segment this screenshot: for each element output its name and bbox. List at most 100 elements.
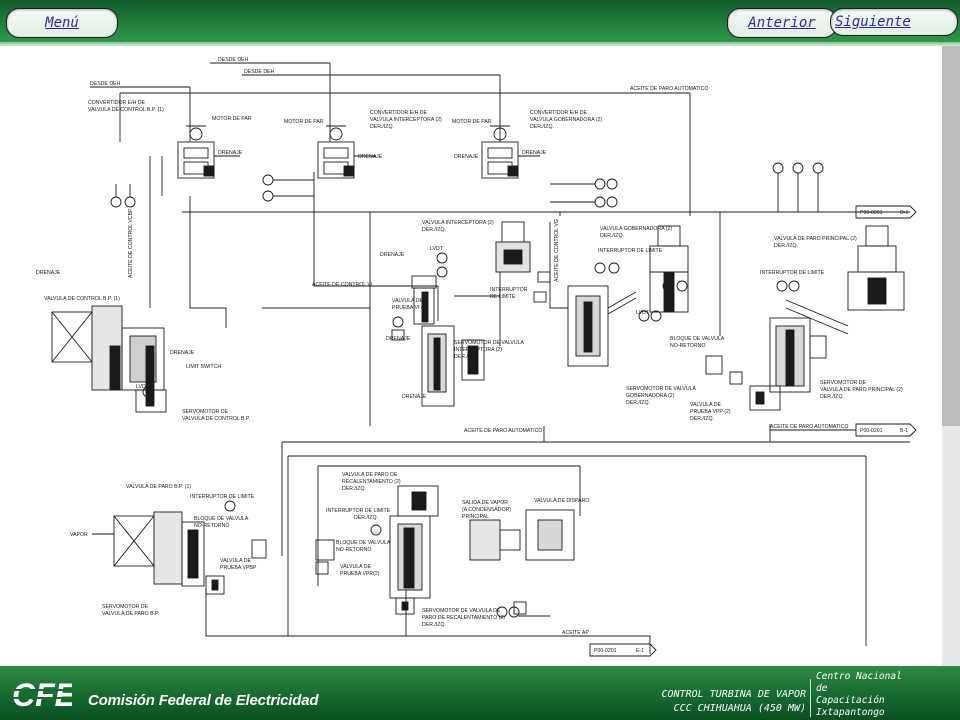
scrollbar-thumb[interactable] xyxy=(942,46,960,426)
center-line-2: de xyxy=(816,683,828,694)
label-conv-int-2: VALVULA INTERCEPTORA (2) xyxy=(370,117,442,123)
label-val-paro-recal-2: RECALENTAMIENTO (2) xyxy=(342,479,401,485)
label-servo-paro-recal-1: SERVOMOTOR DE VALVULA DE xyxy=(422,608,501,614)
label-bloque-no-retorno-1: BLOQUE DE VALVULA xyxy=(670,336,725,342)
label-val-paro-bp: VALVULA DE PARO B.P. (1) xyxy=(126,484,191,490)
header-band xyxy=(0,42,960,46)
label-conv-bp-1: CONVERTIDOR E/H DE xyxy=(88,100,146,106)
center-line-1: Centro Nacional xyxy=(816,671,902,682)
label-limit-switch: LIMIT SWITCH xyxy=(186,364,221,370)
label-p00-d1: P00-0201 xyxy=(860,210,883,216)
company-name: Comisión Federal de Electricidad xyxy=(88,692,319,709)
label-valvula-prueba-vpr-1: VALVULA DE xyxy=(340,564,371,570)
label-lvdt-1: LVDT xyxy=(430,246,444,252)
label-val-paro-recal-1: VALVULA DE PARO DE xyxy=(342,472,398,478)
label-d1: D-1 xyxy=(900,210,908,216)
label-drenaje-4: DRENAJE xyxy=(522,150,547,156)
stop-valve-bp xyxy=(92,511,267,595)
label-valvula-prueba-vpp-3: DER./IZQ. xyxy=(690,416,714,422)
label-bloque-no-retorno-6: NO-RETORNO xyxy=(336,547,371,553)
label-aceite-paro-auto-mid1: ACEITE DE PARO AUTOMATICO xyxy=(464,428,542,434)
label-interruptor-6: INTERRUPTOR DE LIMITE xyxy=(326,508,391,514)
label-servo-interceptora-1: SERVOMOTOR DE VALVULA xyxy=(454,340,524,346)
label-servo-paro-bp-2: VALVULA DE PARO B.P. xyxy=(102,611,159,617)
label-conv-gob-1: CONVERTIDOR E/H DE xyxy=(530,110,588,116)
label-bloque-no-retorno-2: NO-RETORNO xyxy=(670,343,705,349)
label-val-interceptora-1: VALVULA INTERCEPTORA (2) xyxy=(422,220,494,226)
center-line-3: Capacitación xyxy=(816,695,885,706)
label-p00-b1: P00-0201 xyxy=(860,428,883,434)
label-drenaje-7: DRENAJE xyxy=(386,336,411,342)
label-aceite-paro-auto-top: ACEITE DE PARO AUTOMATICO xyxy=(630,86,708,92)
label-val-paro-principal-1: VALVULA DE PARO PRINCIPAL (2) xyxy=(774,236,857,242)
label-b1: B-1 xyxy=(900,428,908,434)
label-interruptor-1: INTERRUPTOR xyxy=(490,287,528,293)
label-valvula-prueba-vpp-1: VALVULA DE xyxy=(690,402,721,408)
label-valvula-prueba-1: VALVULA DE xyxy=(392,298,423,304)
label-servo-paro-principal-1: SERVOMOTOR DE xyxy=(820,380,866,386)
label-motor-par-3: MOTOR DE PAR xyxy=(452,119,492,125)
label-servo-gobernadora-2: GOBERNADORA (2) xyxy=(626,393,675,399)
label-drenaje-aj: DRENAJE xyxy=(170,350,195,356)
label-servo-paro-recal-3: DER./IZQ. xyxy=(422,622,446,628)
label-valvula-prueba-vpp-2: PRUEBA VPP (2) xyxy=(690,409,731,415)
label-servo-interceptora-3: DER./IZQ. xyxy=(454,354,478,360)
converter-gobernadora xyxy=(481,125,540,179)
label-conv-int-1: CONVERTIDOR E/H DE xyxy=(370,110,428,116)
label-salida-vapor-1: SALIDA DE VAPOR xyxy=(462,500,508,506)
label-conv-gob-3: DER./IZQ. xyxy=(530,124,554,130)
label-interruptor-5: INTERRUPTOR DE LIMITE xyxy=(190,494,255,500)
control-valve-bp xyxy=(51,305,167,413)
label-valvula-prueba-2: PRUEBA VI (2) xyxy=(392,305,427,311)
label-motor-par-1: MOTOR DE PAR xyxy=(212,116,252,122)
label-desde-deh-2: DESDE DEH xyxy=(218,57,249,63)
training-center: Centro Nacional de Capacitación Ixtapant… xyxy=(816,671,926,719)
label-servo-paro-principal-3: DER./IZQ. xyxy=(820,394,844,400)
center-line-4: Ixtapantongo xyxy=(816,707,885,718)
menu-button[interactable]: Menú xyxy=(6,8,118,38)
label-aceite-paro-auto-mid2: ACEITE DE PARO AUTOMATICO xyxy=(770,424,848,430)
footer-divider xyxy=(810,679,811,717)
label-motor-par-2: MOTOR DE PAR xyxy=(284,119,324,125)
hydraulic-control-diagram: DESDE DEH DESDE DEH DESDE DEH ACEITE DE … xyxy=(30,46,942,662)
footer-bar xyxy=(0,666,960,720)
previous-button[interactable]: Anterior xyxy=(727,8,837,38)
label-conv-int-3: DER./IZQ. xyxy=(370,124,394,130)
label-drenaje-8: DRENAJE xyxy=(402,394,427,400)
label-aceite-control-vg: ACEITE DE CONTROL VG xyxy=(554,219,560,282)
label-val-interceptora-2: DER./IZQ. xyxy=(422,227,446,233)
label-salida-vapor-3: PRINCIPAL xyxy=(462,514,489,520)
label-bloque-no-retorno-3: BLOQUE DE VALVULA xyxy=(194,516,249,522)
converter-interceptora xyxy=(317,125,376,179)
label-conv-bp-2: VALVULA DE CONTROL B.P. (1) xyxy=(88,107,164,113)
label-val-paro-recal-3: DER./IZQ. xyxy=(342,486,366,492)
label-drenaje-6: DRENAJE xyxy=(380,252,405,258)
label-valvula-prueba-vpbp-2: PRUEBA VPBP xyxy=(220,565,257,571)
label-interruptor-3: INTERRUPTOR DE LIMITE xyxy=(598,248,663,254)
footer-title-line2: CCC CHIHUAHUA (450 MW) xyxy=(673,703,806,714)
footer-title-line1: CONTROL TURBINA DE VAPOR xyxy=(661,689,807,700)
label-vapor: VAPOR xyxy=(70,532,88,538)
label-drenaje-1: DRENAJE xyxy=(218,150,243,156)
main-stop-valve xyxy=(705,225,905,411)
label-lvdt-2: LVDT xyxy=(636,310,650,316)
label-bloque-no-retorno-4: NO-RETORNO xyxy=(194,523,229,529)
label-val-control-bp: VALVULA DE CONTROL B.P. (1) xyxy=(44,296,120,302)
label-drenaje-3: DRENAJE xyxy=(454,154,479,160)
cfe-logo-text: CFE xyxy=(12,677,72,713)
next-button[interactable]: Siguiente xyxy=(830,8,958,36)
label-desde-deh-3: DESDE DEH xyxy=(244,69,275,75)
label-drenaje-2: DRENAJE xyxy=(358,154,383,160)
label-servo-paro-bp-1: SERVOMOTOR DE xyxy=(102,604,148,610)
label-bloque-no-retorno-5: BLOQUE DE VALVULA xyxy=(336,540,391,546)
label-servo-interceptora-2: INTERCEPTORA (2) xyxy=(454,347,502,353)
converter-bp xyxy=(177,125,240,179)
label-lvdt-3: LVDT xyxy=(136,384,150,390)
pressure-instruments xyxy=(110,162,824,618)
label-servo-control-bp-2: VALVULA DE CONTROL B.P. xyxy=(182,416,250,422)
label-aceite-control-vcbp: ACEITE DE CONTROL VCBP xyxy=(128,208,134,278)
diagram-labels: DESDE DEH DESDE DEH DESDE DEH ACEITE DE … xyxy=(36,57,908,654)
label-servo-gobernadora-1: SERVOMOTOR DE VALVULA xyxy=(626,386,696,392)
label-servo-gobernadora-3: DER./IZQ. xyxy=(626,400,650,406)
label-servo-paro-recal-2: PARO DE RECALENTAMIENTO (2) xyxy=(422,615,505,621)
